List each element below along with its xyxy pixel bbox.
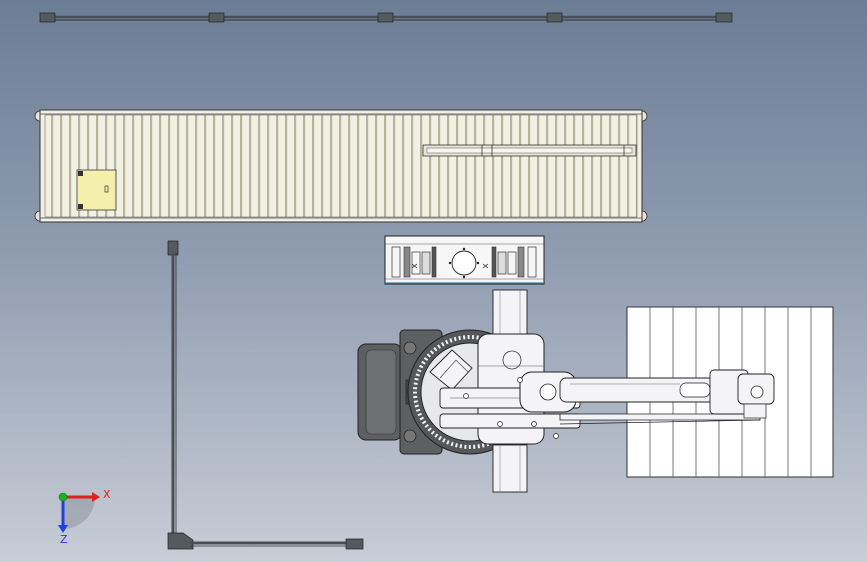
l-shaped-rail[interactable]	[167, 240, 364, 550]
roller-conveyor[interactable]	[34, 109, 648, 223]
robot-column-bottom	[492, 444, 528, 493]
x-axis-label: X	[103, 488, 111, 501]
rail-end-block-right	[345, 538, 364, 550]
rail-end-block-left	[39, 12, 56, 23]
y-axis-dot	[58, 492, 68, 502]
rail-end-block-top	[167, 240, 179, 256]
rail-end-block-right	[715, 12, 733, 23]
rail-bracket	[208, 12, 225, 23]
rail-bracket	[377, 12, 394, 23]
rail-bracket	[546, 12, 563, 23]
top-rail[interactable]	[39, 12, 733, 23]
industrial-robot[interactable]	[357, 289, 775, 493]
coordinate-triad: X Z	[58, 488, 111, 546]
rotary-table-circle	[451, 250, 477, 276]
triad-shadow	[63, 497, 95, 529]
conveyor-rollers	[44, 114, 638, 218]
workpiece-box[interactable]	[76, 169, 117, 211]
z-axis-label: Z	[60, 533, 68, 546]
conveyor-stop-bar	[422, 144, 637, 157]
robot-column-top	[492, 289, 528, 336]
fixture-plate[interactable]	[384, 235, 545, 285]
rail-corner	[167, 532, 194, 550]
